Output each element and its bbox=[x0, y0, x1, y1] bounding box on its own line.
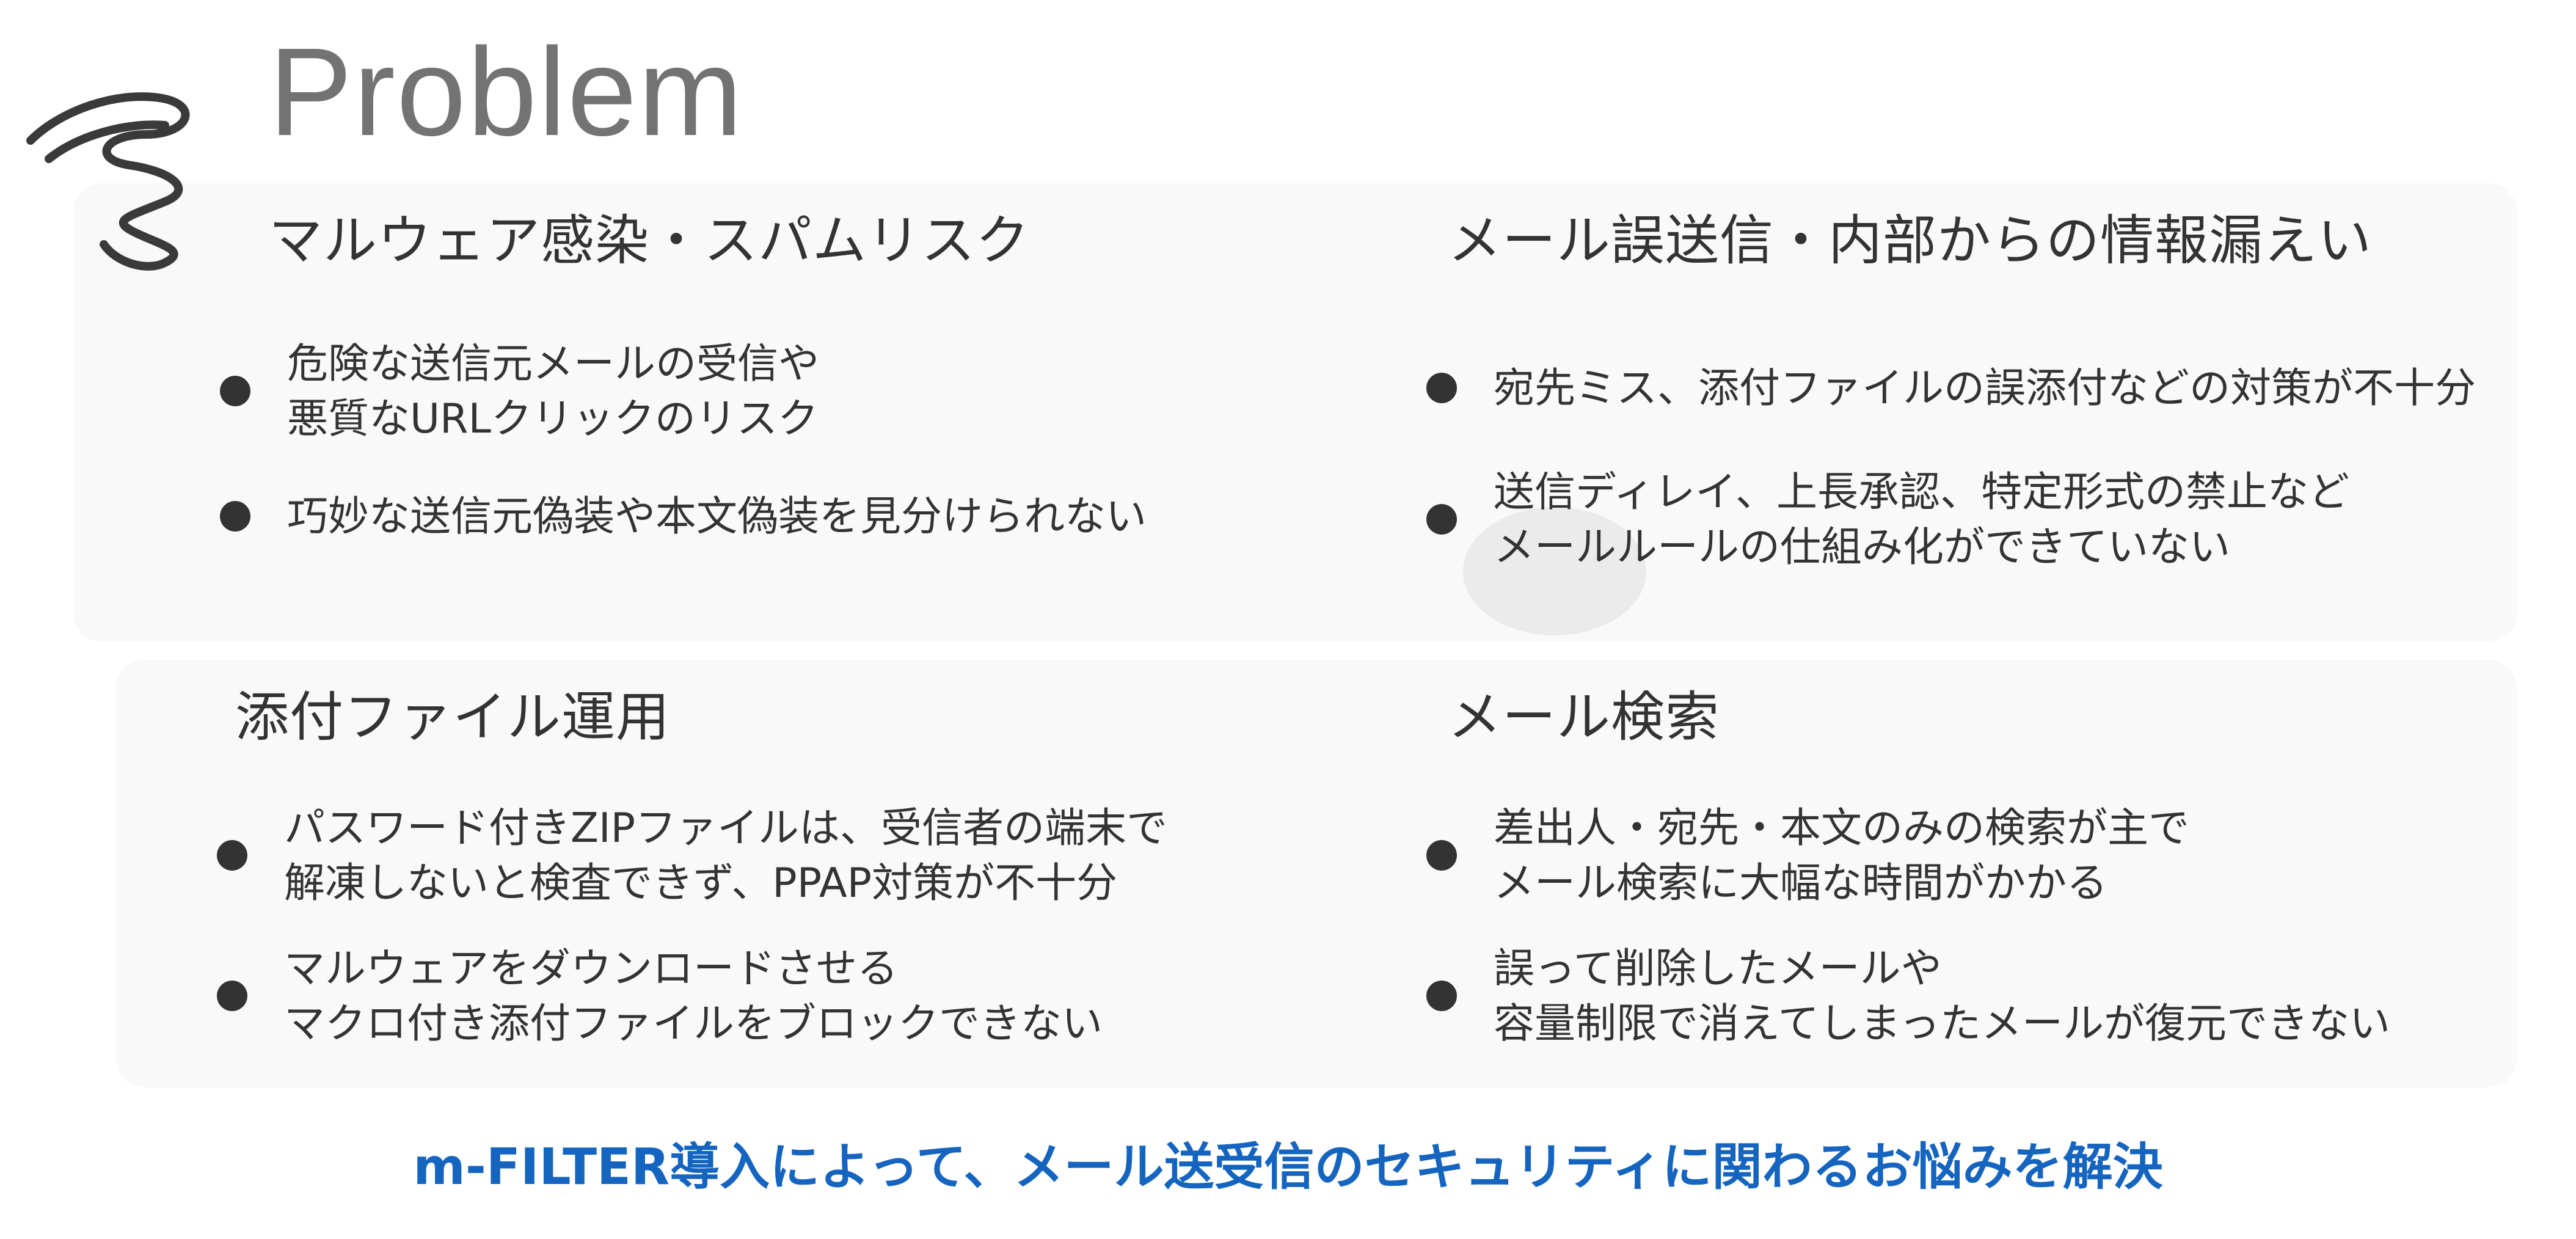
page-title: Problem bbox=[269, 22, 744, 162]
bullet-icon bbox=[1426, 373, 1457, 403]
list-item: 差出人・宛先・本文のみの検索が主で メール検索に大幅な時間がかかる bbox=[1426, 800, 2189, 910]
section-title: メール誤送信・内部からの情報漏えい bbox=[1448, 209, 2373, 272]
item-text: パスワード付きZIPファイルは、受信者の端末で 解凍しないと検査できず、PPAP… bbox=[284, 804, 1168, 907]
item-text: 送信ディレイ、上長承認、特定形式の禁止など メールルールの仕組み化ができていない bbox=[1494, 468, 2349, 571]
section-title: メール検索 bbox=[1448, 685, 1720, 748]
item-text: 宛先ミス、添付ファイルの誤添付などの対策が不十分 bbox=[1494, 364, 2476, 412]
decorative-circle bbox=[1463, 507, 1646, 635]
item-text: 誤って削除したメールや 容量制限で消えてしまったメールが復元できない bbox=[1494, 945, 2390, 1047]
footer-message: m-FILTER導入によって、メール送受信のセキュリティに関わるお悩みを解決 bbox=[413, 1138, 2163, 1196]
list-item: パスワード付きZIPファイルは、受信者の端末で 解凍しないと検査できず、PPAP… bbox=[217, 800, 1167, 910]
section-title: 添付ファイル運用 bbox=[235, 685, 671, 748]
bullet-icon bbox=[1426, 504, 1457, 535]
bullet-icon bbox=[220, 501, 250, 532]
panel-top bbox=[73, 183, 2517, 641]
bullet-icon bbox=[217, 981, 247, 1011]
list-item: 危険な送信元メールの受信や 悪質なURLクリックのリスク bbox=[220, 336, 819, 446]
item-text: マルウェアをダウンロードさせる マクロ付き添付ファイルをブロックできない bbox=[284, 945, 1103, 1047]
bullet-icon bbox=[1426, 981, 1457, 1011]
item-text: 差出人・宛先・本文のみの検索が主で メール検索に大幅な時間がかかる bbox=[1494, 804, 2189, 907]
list-item: マルウェアをダウンロードさせる マクロ付き添付ファイルをブロックできない bbox=[217, 941, 1103, 1051]
list-item: 送信ディレイ、上長承認、特定形式の禁止など メールルールの仕組み化ができていない bbox=[1426, 464, 2349, 574]
bullet-icon bbox=[220, 376, 250, 406]
item-text: 危険な送信元メールの受信や 悪質なURLクリックのリスク bbox=[287, 340, 819, 442]
list-item: 巧妙な送信元偽装や本文偽装を見分けられない bbox=[220, 489, 1147, 544]
list-item: 誤って削除したメールや 容量制限で消えてしまったメールが復元できない bbox=[1426, 941, 2390, 1051]
list-item: 宛先ミス、添付ファイルの誤添付などの対策が不十分 bbox=[1426, 360, 2476, 415]
section-title: マルウェア感染・スパムリスク bbox=[269, 209, 1031, 272]
panel-bottom bbox=[116, 660, 2517, 1087]
bullet-icon bbox=[217, 840, 247, 871]
item-text: 巧妙な送信元偽装や本文偽装を見分けられない bbox=[287, 492, 1147, 540]
bullet-icon bbox=[1426, 840, 1457, 871]
swirl-icon bbox=[26, 92, 190, 271]
